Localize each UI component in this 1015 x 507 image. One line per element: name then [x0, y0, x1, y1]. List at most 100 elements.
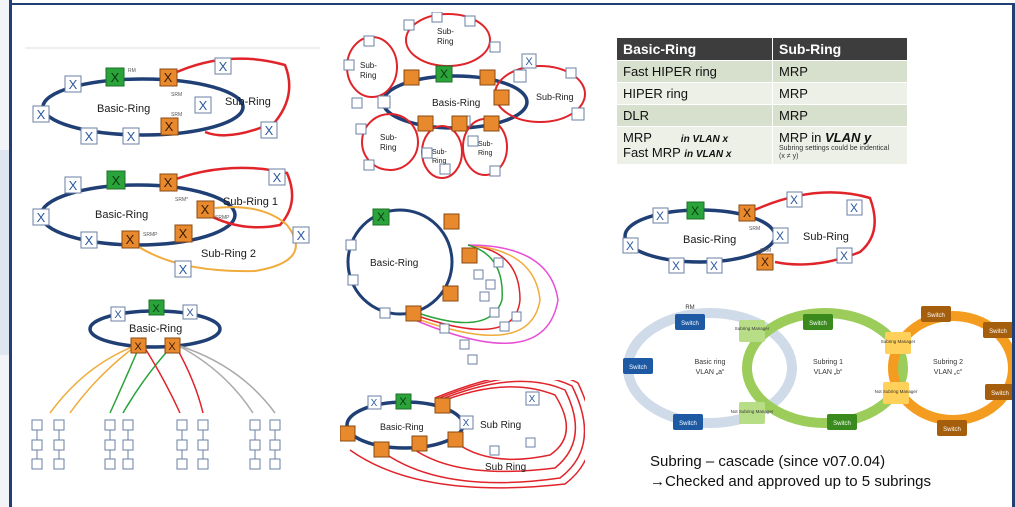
srm-switch-icon: X	[756, 253, 774, 271]
diagram-nested-arcs: X Basic-Ring	[345, 208, 559, 365]
switch-icon: X	[836, 247, 853, 264]
svg-text:Switch: Switch	[629, 365, 647, 371]
srm-switch-icon	[405, 213, 478, 322]
svg-text:X: X	[219, 59, 228, 74]
svg-text:Basic-Ring: Basic-Ring	[380, 422, 424, 432]
svg-text:Sub-: Sub-	[360, 61, 377, 70]
svg-text:Sub-: Sub-	[478, 141, 493, 148]
svg-text:X: X	[134, 341, 142, 353]
svg-text:X: X	[463, 418, 470, 429]
svg-text:X: X	[201, 202, 210, 217]
svg-text:Switch: Switch	[989, 329, 1007, 335]
switch-icon: X	[182, 304, 198, 320]
svg-text:Sub-Ring 1: Sub-Ring 1	[223, 196, 278, 208]
svg-text:X: X	[790, 193, 798, 207]
switch-icon	[489, 437, 536, 456]
svg-text:X: X	[37, 107, 46, 122]
rm-switch-icon: X	[105, 67, 125, 87]
table-row: DLR MRP	[616, 104, 908, 127]
svg-text:X: X	[440, 67, 448, 81]
svg-text:Basic ring: Basic ring	[695, 359, 726, 366]
svg-text:X: X	[672, 259, 680, 273]
srm-switch-icon	[340, 397, 464, 458]
svg-text:X: X	[179, 226, 188, 241]
svg-text:RM: RM	[685, 305, 694, 311]
svg-text:X: X	[164, 175, 173, 190]
svg-text:VLAN „b“: VLAN „b“	[814, 369, 843, 376]
svg-text:X: X	[199, 98, 208, 113]
switch-icon: X	[268, 168, 286, 186]
rm-switch-icon: X	[106, 170, 126, 190]
srm-switch-icon: X	[159, 173, 178, 192]
svg-text:X: X	[168, 341, 176, 353]
svg-text:X: X	[743, 206, 751, 220]
svg-text:X: X	[127, 129, 136, 144]
svg-text:X: X	[164, 70, 173, 85]
svg-text:Switch: Switch	[991, 391, 1009, 397]
diagram-fanned-subrings: X X X X X Basic-Ring	[31, 299, 281, 470]
switch-icon: X	[668, 257, 685, 274]
svg-text:Switch: Switch	[943, 427, 961, 433]
rm-switch-icon: X	[148, 299, 165, 316]
switch-icon	[104, 419, 134, 470]
svg-text:Switch: Switch	[833, 421, 851, 427]
svg-text:X: X	[152, 303, 160, 315]
svg-text:X: X	[111, 70, 120, 85]
svg-text:Basic-Ring: Basic-Ring	[683, 234, 736, 246]
svg-text:Sub-Ring 2: Sub-Ring 2	[201, 248, 256, 260]
rm-switch-icon: X	[372, 208, 390, 226]
srm-switch-icon: X	[159, 68, 178, 87]
caption-line-1: Subring – cascade (since v07.0.04)	[650, 453, 886, 470]
srm-switch-icon: X	[160, 117, 179, 136]
switch-icon: X	[622, 237, 639, 254]
table-header-sub-ring: Sub-Ring	[772, 37, 908, 61]
srm-switch-icon: X	[196, 200, 215, 219]
sub-ring-label: Sub-Ring	[225, 96, 271, 108]
svg-text:Sub-Ring: Sub-Ring	[803, 231, 849, 243]
switch-icon: X	[846, 199, 863, 216]
svg-text:Sub Ring: Sub Ring	[480, 420, 521, 431]
svg-text:Ring: Ring	[380, 143, 396, 152]
srm-switch-icon: X	[174, 224, 193, 243]
switch-icon	[31, 419, 65, 470]
svg-text:X: X	[69, 77, 78, 92]
diagram-multi-subrings: X X Basis-Ring Sub- Ring Sub- Ring Sub-R…	[343, 12, 586, 179]
svg-text:SRM*: SRM*	[175, 197, 188, 203]
srm-switch-icon: X	[738, 204, 756, 222]
svg-text:Not Subring Manager: Not Subring Manager	[731, 409, 774, 414]
svg-text:X: X	[165, 119, 174, 134]
switch-node	[675, 314, 705, 330]
table-row: HIPER ring MRP	[616, 82, 908, 105]
ring-compatibility-table: Basic-Ring Sub-Ring Fast HIPER ring MRP …	[616, 37, 908, 165]
svg-text:X: X	[850, 201, 858, 215]
switch-icon: X	[122, 127, 140, 145]
switch-icon: X	[64, 176, 82, 194]
svg-text:Subring Manager: Subring Manager	[735, 326, 770, 331]
svg-text:Subring Manager: Subring Manager	[881, 339, 916, 344]
switch-icon: X	[194, 96, 212, 114]
svg-text:X: X	[179, 262, 188, 277]
svg-text:Basic-Ring: Basic-Ring	[129, 323, 182, 335]
svg-text:X: X	[85, 233, 94, 248]
svg-text:Basis-Ring: Basis-Ring	[432, 98, 480, 109]
switch-icon: X	[786, 191, 803, 208]
switch-icon: X	[174, 260, 192, 278]
svg-text:X: X	[37, 210, 46, 225]
svg-text:X: X	[761, 255, 769, 269]
rm-switch-icon: X	[686, 201, 705, 220]
svg-text:X: X	[525, 56, 533, 68]
svg-text:SRM: SRM	[760, 248, 771, 254]
svg-text:SRM: SRM	[749, 226, 760, 232]
svg-text:VLAN „c“: VLAN „c“	[934, 369, 963, 376]
svg-text:Ring: Ring	[437, 37, 453, 46]
switch-icon: X	[292, 226, 310, 244]
svg-text:VLAN „a“: VLAN „a“	[696, 369, 725, 376]
svg-text:X: X	[265, 123, 274, 138]
caption-line-2: →Checked and approved up to 5 subrings	[650, 473, 932, 490]
srm-switch-icon: X	[130, 337, 147, 354]
svg-text:X: X	[85, 129, 94, 144]
switch-icon	[345, 239, 522, 365]
svg-text:SRM: SRM	[171, 112, 182, 118]
svg-text:X: X	[656, 209, 664, 223]
svg-text:Sub-: Sub-	[432, 149, 447, 156]
